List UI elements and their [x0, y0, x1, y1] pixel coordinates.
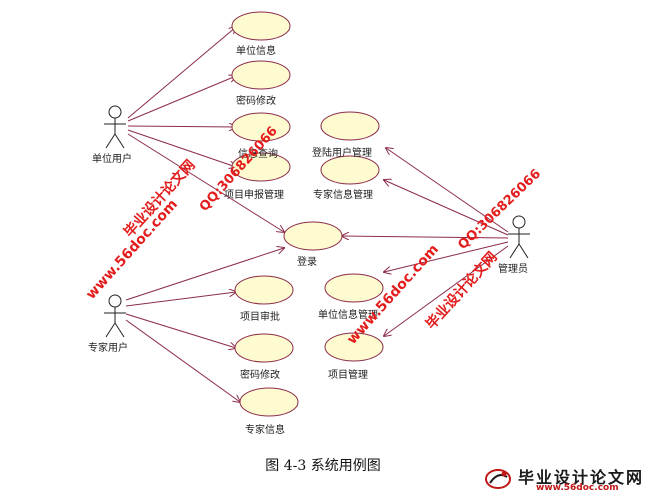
uc-password-change-1	[231, 60, 291, 90]
uc-label-password-change-1: 密码修改	[236, 94, 276, 107]
uc-project-mgmt	[324, 332, 384, 362]
uc-label-login: 登录	[297, 255, 317, 268]
brand-url: www.56doc.com	[536, 483, 619, 493]
uc-label-unit-info: 单位信息	[236, 44, 276, 57]
uc-login	[283, 221, 343, 251]
unit-user-associations	[127, 27, 284, 232]
uc-unit-info	[231, 11, 291, 41]
uc-password-change-2	[234, 333, 294, 363]
actor-label-admin: 管理员	[498, 262, 528, 275]
actor-unit-user	[104, 105, 126, 149]
uc-label-project-declare: 项目申报管理	[224, 188, 284, 201]
uc-label-info-query: 信息查询	[238, 147, 278, 160]
figure-caption: 图 4-3 系统用例图	[265, 458, 381, 474]
actor-admin	[508, 215, 530, 259]
uc-label-project-review: 项目审批	[240, 310, 280, 323]
watermark-left: 毕业设计论文网 QQ:306826066 www.56doc.com	[83, 124, 281, 303]
uc-project-review	[234, 275, 294, 305]
site-brand: 毕业设计论文网 www.56doc.com	[478, 464, 643, 494]
actor-expert-user	[104, 294, 126, 338]
uc-expert-info-mgmt	[320, 155, 380, 185]
uc-expert-info	[239, 387, 299, 417]
actor-label-expert-user: 专家用户	[88, 341, 128, 354]
uc-label-expert-info-mgmt: 专家信息管理	[313, 188, 373, 201]
uc-label-project-mgmt: 项目管理	[328, 368, 368, 381]
watermark-site-cn-right: 毕业设计论文网	[422, 248, 500, 332]
watermark-qq-right: QQ:306826066	[455, 167, 544, 253]
uc-label-password-change-2: 密码修改	[240, 368, 280, 381]
uc-project-declare	[231, 152, 291, 182]
use-case-ellipses	[231, 11, 384, 417]
brand-name: 毕业设计论文网	[518, 468, 645, 487]
uc-label-unit-info-mgmt: 单位信息管理	[318, 308, 378, 321]
actor-label-unit-user: 单位用户	[92, 152, 132, 165]
uc-unit-info-mgmt	[324, 273, 384, 303]
brand-logo-icon	[485, 469, 511, 489]
expert-user-associations	[125, 248, 284, 402]
admin-associations	[342, 148, 509, 336]
uc-info-query	[231, 112, 291, 142]
uc-login-user-mgmt	[320, 111, 380, 141]
uc-label-login-user-mgmt: 登陆用户管理	[312, 146, 372, 159]
uc-label-expert-info: 专家信息	[245, 423, 285, 436]
